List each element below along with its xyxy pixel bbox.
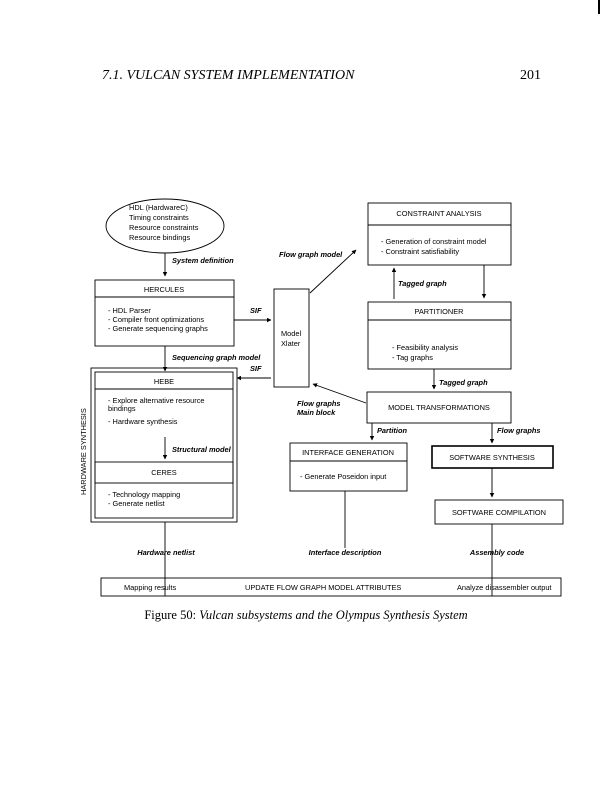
- label-interface-description: Interface description: [309, 548, 382, 557]
- hdl-line-4: Resource bindings: [129, 233, 191, 242]
- label-sif-top: SIF: [250, 306, 262, 315]
- model-transformations-box: [366, 391, 512, 424]
- label-sif-bottom: SIF: [250, 364, 262, 373]
- page-number: 201: [520, 68, 541, 83]
- hdl-line-1: HDL (HardwareC): [129, 203, 188, 212]
- caption-text: Vulcan subsystems and the Olympus Synthe…: [199, 608, 468, 622]
- hercules-box: [94, 279, 235, 347]
- label-flow-graphs-main-1: Flow graphs: [297, 399, 341, 408]
- hebe-item-2: bindings: [108, 404, 136, 413]
- partitioner-box: [367, 301, 512, 370]
- constraint-analysis-title: CONSTRAINT ANALYSIS: [396, 209, 481, 218]
- ceres-title: CERES: [151, 468, 177, 477]
- figure-caption: Figure 50: Vulcan subsystems and the Oly…: [0, 608, 612, 623]
- caption-prefix: Figure 50:: [144, 608, 197, 622]
- ceres-item-1: - Technology mapping: [108, 490, 180, 499]
- model-xlater-line-2: Xlater: [281, 339, 301, 348]
- hebe-item-3: - Hardware synthesis: [108, 417, 178, 426]
- hardware-synthesis-outer: [90, 367, 238, 523]
- model-xlater-line-1: Model: [281, 329, 301, 338]
- update-attributes-bar: [100, 577, 562, 597]
- label-tagged-graph-1: Tagged graph: [398, 279, 447, 288]
- page-edge-mark: [598, 0, 600, 14]
- label-flow-graph-model: Flow graph model: [279, 250, 343, 259]
- hardware-synthesis-label: HARDWARE SYNTHESIS: [79, 408, 88, 495]
- hebe-title: HEBE: [154, 377, 174, 386]
- partitioner-item-1: - Feasibility analysis: [392, 343, 458, 352]
- arrow-flow-graph-model: [309, 249, 357, 294]
- bottom-bar-left: Mapping results: [124, 583, 176, 592]
- hdl-line-2: Timing constraints: [129, 213, 189, 222]
- running-header: 7.1. VULCAN SYSTEM IMPLEMENTATION: [102, 68, 355, 83]
- hardware-synthesis-inner: [94, 371, 234, 519]
- ceres-item-2: - Generate netlist: [108, 499, 165, 508]
- label-assembly-code: Assembly code: [469, 548, 524, 557]
- label-hardware-netlist: Hardware netlist: [137, 548, 195, 557]
- hdl-line-3: Resource constraints: [129, 223, 199, 232]
- constraint-analysis-box: [367, 202, 512, 266]
- interface-generation-box: [289, 442, 408, 492]
- interface-generation-item-1: - Generate Poseidon input: [300, 472, 386, 481]
- hercules-item-1: - HDL Parser: [108, 306, 151, 315]
- label-sequencing-graph-model: Sequencing graph model: [172, 353, 261, 362]
- label-flow-graphs: Flow graphs: [497, 426, 541, 435]
- interface-generation-title: INTERFACE GENERATION: [302, 448, 394, 457]
- model-transformations-title: MODEL TRANSFORMATIONS: [388, 403, 490, 412]
- label-partition: Partition: [377, 426, 407, 435]
- hercules-title: HERCULES: [144, 285, 184, 294]
- hercules-item-2: - Compiler front optimizations: [108, 315, 204, 324]
- constraint-analysis-item-2: - Constraint satisfiability: [381, 247, 459, 256]
- bottom-bar-center: UPDATE FLOW GRAPH MODEL ATTRIBUTES: [245, 583, 401, 592]
- partitioner-title: PARTITIONER: [414, 307, 463, 316]
- software-synthesis-box: [431, 445, 554, 469]
- software-compilation-box: [434, 499, 564, 525]
- constraint-analysis-item-1: - Generation of constraint model: [381, 237, 487, 246]
- arrow-flow-graphs-main-block: [312, 383, 367, 404]
- label-structural-model: Structural model: [172, 445, 232, 454]
- software-compilation-title: SOFTWARE COMPILATION: [452, 508, 546, 517]
- model-xlater-box: [273, 288, 310, 388]
- software-synthesis-title: SOFTWARE SYNTHESIS: [449, 453, 535, 462]
- ceres-box: [94, 461, 234, 484]
- bottom-bar-right: Analyze disassembler output: [457, 583, 552, 592]
- label-tagged-graph-2: Tagged graph: [439, 378, 488, 387]
- partitioner-item-2: - Tag graphs: [392, 353, 433, 362]
- label-system-definition: System definition: [172, 256, 234, 265]
- hercules-item-3: - Generate sequencing graphs: [108, 324, 208, 333]
- hebe-item-1: - Explore alternative resource: [108, 396, 205, 405]
- label-flow-graphs-main-2: Main block: [297, 408, 336, 417]
